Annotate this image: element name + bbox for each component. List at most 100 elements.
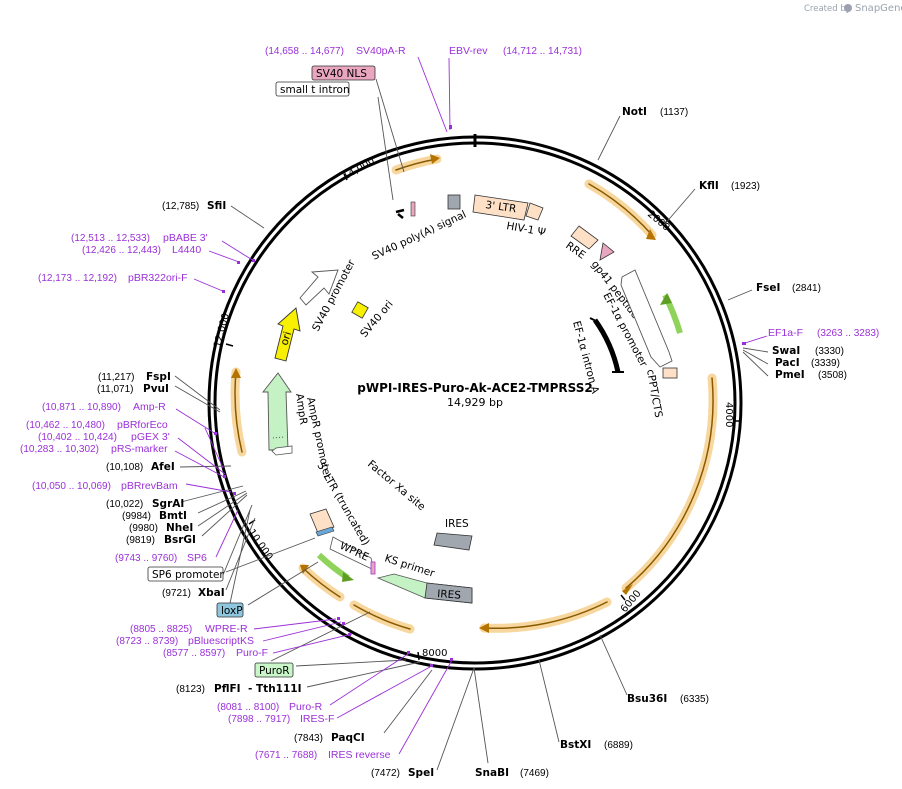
orf-arc-ace2: [621, 373, 718, 593]
site-fsei: FseI: [756, 282, 780, 294]
ires-big-label: IRES: [437, 588, 462, 602]
sv40pa-r-name: SV40pA-R: [356, 45, 406, 57]
pbrrevbam-pos: (10,050 .. 10,069): [32, 481, 111, 492]
site-pflfi: PflFI: [214, 683, 241, 695]
sp6-promoter-badge: [147, 566, 224, 582]
snapgene-credit: Created by SnapGene: [804, 3, 902, 14]
prsmarker-pos: (10,283 .. 10,302): [20, 444, 99, 455]
orf-arrow-top: [430, 154, 440, 164]
hiv1-psi-label: HIV-1 Ψ: [505, 220, 546, 239]
l4440-pos: (12,426 .. 12,443): [82, 245, 161, 256]
ori-arrow: [274, 307, 301, 362]
pbr322ori-pos: (12,173 .. 12,192): [38, 273, 117, 284]
ires-f-pos: (7898 .. 7917): [228, 714, 290, 725]
small-t-intron-text: small t intron: [280, 84, 350, 96]
sv40-promoter-label: SV40 promoter: [310, 257, 358, 333]
pbr322ori-name: pBR322ori-F: [128, 272, 188, 284]
top-labels: (14,658 .. 14,677) SV40pA-R EBV-rev (14,…: [265, 45, 582, 97]
puror-text: PuroR: [259, 665, 290, 677]
gp41-marker: [599, 242, 615, 261]
pbrforeco-name: pBRforEco: [117, 419, 168, 431]
site-afei-pos: (10,108): [106, 462, 143, 473]
credit-prefix: Created by: [804, 4, 851, 14]
amp-r-pos: (10,871 .. 10,890): [42, 402, 121, 413]
pgex3-pos: (10,402 .. 10,424): [38, 432, 117, 443]
ef1a-green-arrow: [660, 293, 672, 305]
orf-arc-kfli: [584, 179, 657, 240]
cppt-box: [662, 367, 678, 379]
wpre-primer-marker: [370, 561, 376, 575]
sv40-polya-box: [447, 194, 461, 210]
tick-4000: 4000: [723, 402, 734, 427]
primer-markers: [214, 125, 746, 667]
site-bmti: BmtI: [159, 510, 187, 522]
ebv-rev-pos: (14,712 .. 14,731): [503, 46, 582, 57]
site-sgrai: SgrAI: [152, 498, 184, 510]
pbrrevbam-name: pBRrevBam: [121, 480, 178, 492]
prsmarker-name: pRS-marker: [111, 443, 168, 455]
site-swai: SwaI: [772, 345, 800, 357]
site-swai-pos: (3330): [815, 346, 844, 357]
rre-box: [570, 225, 599, 250]
ef1a-f-name: EF1a-F: [768, 327, 803, 339]
site-pvui: PvuI: [143, 383, 169, 395]
cppt-label: cPPT/CTS: [644, 368, 664, 418]
orf-arrow-ace2: [622, 584, 633, 595]
site-snabi-pos: (7469): [520, 768, 549, 779]
site-pmei: PmeI: [775, 369, 805, 381]
pbluescriptks-pos: (8723 .. 8739): [116, 636, 178, 647]
ef1a-intron-arc: [592, 318, 621, 373]
amp-r-name: Amp-R: [133, 401, 166, 413]
ires-small-box: [433, 532, 473, 551]
pbabe3-name: pBABE 3': [163, 232, 208, 244]
green-arcs: [316, 293, 683, 582]
ires-big-box: [424, 582, 473, 604]
site-paqci-pos: (7843): [294, 733, 323, 744]
sp6-name: SP6: [187, 552, 207, 564]
site-afei: AfeI: [151, 461, 175, 473]
site-noti: NotI: [622, 106, 647, 118]
sv40-promoter-arrow: [299, 269, 339, 306]
sv40pa-r-pos: (14,658 .. 14,677): [265, 46, 344, 57]
factor-xa-label: Factor Xa site: [365, 458, 427, 513]
puro-f-name: Puro-F: [236, 647, 268, 659]
orf-arrow-kfli: [646, 229, 656, 240]
site-snabi: SnaBI: [475, 767, 509, 779]
site-bsrgi-pos: (9819): [126, 535, 155, 546]
pbabe3-pos: (12,513 .. 12,533): [71, 233, 150, 244]
plasmid-length: 14,929 bp: [447, 396, 503, 409]
right-sites: NotI (1137) KflI (1923) FseI (2841) EF1a…: [622, 106, 879, 381]
site-xbai-pos: (9721): [162, 588, 191, 599]
site-spei-pos: (7472): [371, 768, 400, 779]
site-pmei-pos: (3508): [818, 370, 847, 381]
site-sfii: SfiI: [207, 200, 226, 212]
site-pvui-pos: (11,071): [97, 384, 134, 395]
plasmid-name: pWPI-IRES-Puro-Ak-ACE2-TMPRSS2: [357, 381, 592, 395]
orf-arrow-tmprss2: [479, 623, 489, 633]
loxp-marker: [315, 526, 335, 537]
site-kfli: KflI: [699, 180, 719, 192]
site-noti-pos: (1137): [660, 107, 688, 118]
plasmid-center-label: pWPI-IRES-Puro-Ak-ACE2-TMPRSS2 14,929 bp: [357, 381, 592, 409]
sv40-nls-text: SV40 NLS: [316, 68, 367, 80]
loxp-text: loxP: [221, 605, 243, 617]
orf-arc-tmprss2: [479, 597, 612, 633]
site-kfli-pos: (1923): [731, 181, 760, 192]
ori-label: ori: [278, 330, 294, 347]
orf-arc-kfli-line: [588, 183, 653, 236]
sv40-mini-marker: [395, 208, 405, 219]
sv40-nls-marker: [410, 201, 416, 217]
orf-arc-tmprss2-line: [483, 601, 608, 630]
ampr-promoter-arrow: [271, 445, 293, 456]
ltr3-box: [472, 194, 529, 221]
sv40-polya-label: SV40 poly(A) signal: [370, 209, 468, 263]
ampr-arrow: [262, 372, 292, 451]
ef1a-green-arc: [662, 293, 683, 334]
site-bstxi: BstXI: [560, 739, 591, 751]
small-t-intron-badge: [275, 81, 350, 97]
wpre-green-arrow: [342, 572, 354, 582]
sv40-ori-box: [351, 301, 369, 319]
ef1a-f-pos: (3263 .. 3283): [817, 328, 879, 339]
ltr3-small-box: [525, 202, 544, 221]
